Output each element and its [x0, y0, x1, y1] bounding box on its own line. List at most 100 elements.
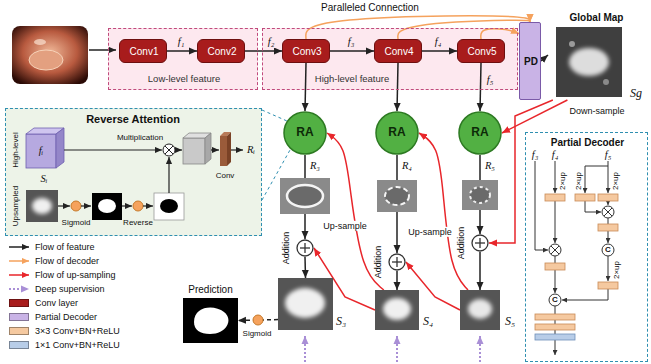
text-holder: S₅: [505, 315, 515, 329]
reverse-attention-schematic: [163, 144, 175, 156]
map-image: S₄: [375, 290, 419, 330]
detail-panel: Partial Decoder: [525, 132, 648, 362]
global-map-image: [569, 48, 609, 76]
label-holder: Multiplication: [117, 133, 163, 142]
legend-text: 3×3 Conv+BN+ReLU: [35, 326, 120, 336]
reverse-attention-schematic: [64, 149, 162, 150]
reverse-map-image: [287, 185, 323, 207]
flow-arrow: [489, 100, 553, 243]
label-holder: f₅: [605, 149, 612, 161]
edge-label: Up-sample: [407, 227, 453, 237]
legend-text: Deep supervision: [35, 284, 105, 294]
region-fill: [262, 28, 518, 90]
flow-arrow: [422, 50, 457, 52]
reverse-attention-schematic: [220, 136, 227, 166]
legend-text-holder: 3×3 Conv+BN+ReLU: [35, 326, 120, 336]
edge-label-holder: f₅: [486, 74, 495, 86]
reverse-attention-schematic: [26, 190, 58, 222]
legend-swatch: [9, 327, 29, 335]
annotation-label: Sᵢ: [41, 173, 48, 185]
reverse-map-image: [385, 187, 409, 205]
text-holder: PD: [524, 56, 538, 68]
legend-text: Flow of decoder: [35, 256, 99, 266]
addition-circle-shape: [304, 243, 305, 253]
partial-decoder-schematic: [535, 334, 575, 340]
reverse-attention-schematic: [26, 134, 56, 168]
reverse-attention-schematic: [160, 199, 178, 213]
annotation-label: Conv: [216, 171, 235, 180]
label-holder: 2×up: [574, 172, 583, 190]
text-holder: Addition: [281, 232, 291, 265]
node-text: Conv4: [385, 46, 414, 58]
partial-decoder-schematic: [555, 340, 556, 355]
edge-label-holder: R₅: [484, 160, 496, 172]
addition-circle-shape: [396, 257, 397, 267]
text-holder: RA: [388, 126, 405, 140]
edge-label-holder: f₁: [177, 36, 186, 48]
node-text: RA: [296, 126, 313, 140]
reverse-attention-schematic: [71, 201, 81, 211]
node-text: Addition: [281, 232, 291, 265]
global-map-image: [569, 41, 575, 47]
text-holder: Addition: [373, 246, 383, 279]
label-holder: High-level: [11, 132, 20, 168]
edge-label-holder: Up-sample: [407, 227, 453, 237]
endoscopy-image: [29, 50, 63, 70]
partial-decoder-schematic: [535, 324, 575, 330]
partial-decoder-schematic: [535, 161, 618, 355]
text-holder: Global Map: [570, 12, 624, 24]
attention-circle-shape: [284, 112, 326, 154]
label-holder: fᵢ: [39, 145, 44, 157]
partial-decoder-schematic: [549, 206, 614, 306]
partial-decoder-schematic: [545, 194, 565, 201]
label-holder: Rᵢ: [247, 144, 255, 156]
node-text: PD: [524, 56, 538, 68]
panel-link: [262, 150, 290, 200]
side-output-image: [383, 298, 411, 320]
partial-decoder-schematic: [602, 206, 614, 218]
legend-text-holder: Flow of feature: [35, 242, 95, 252]
flow-arrow: [305, 63, 306, 111]
node-text: RA: [388, 126, 405, 140]
legend-swatch: [9, 313, 29, 321]
node-text: Global Map: [570, 12, 624, 24]
partial-decoder-schematic: [549, 294, 561, 306]
edge-label-holder: Up-sample: [322, 221, 368, 231]
prediction-image: [183, 298, 238, 343]
panel-fill: [5, 108, 648, 362]
partial-decoder-schematic: [602, 244, 614, 256]
partial-decoder-schematic: [551, 208, 612, 254]
reverse-attention-schematic: [168, 157, 169, 193]
region-fill: [108, 28, 518, 90]
legend-text-holder: 1×1 Conv+BN+ReLU: [35, 340, 120, 350]
annotation-label: f₃: [532, 149, 539, 161]
node-text: Addition: [373, 246, 383, 279]
partial-decoder-schematic: [551, 246, 559, 254]
annotation-label: Reverse: [123, 218, 153, 227]
annotation-label: Rᵢ: [247, 144, 255, 156]
legend-text: Conv layer: [35, 298, 78, 308]
partial-decoder-schematic: [549, 244, 561, 256]
text-holder: Sg: [630, 87, 642, 101]
reverse-attention-schematic: [32, 198, 52, 214]
flow-arrow: [502, 100, 567, 133]
legend-sample: [9, 288, 29, 290]
label-holder: 2×up: [558, 172, 567, 190]
reverse-attention-schematic: [26, 128, 243, 222]
input-arrow: [89, 49, 116, 51]
flow-arrow: [327, 133, 384, 290]
reverse-attention-schematic: [175, 149, 182, 150]
attention-circle: RA: [458, 111, 502, 155]
label-holder: Reverse: [123, 218, 153, 227]
deep-supervision-arrow: [396, 336, 398, 362]
partial-decoder-schematic: [575, 194, 595, 201]
attention-circle: RA: [375, 111, 419, 155]
addition-circle-shape: [388, 253, 406, 271]
attention-circle: RA: [283, 111, 327, 155]
addition-circle-shape: [479, 238, 480, 248]
partial-decoder-schematic: [535, 161, 608, 355]
panel-fill: [5, 108, 262, 236]
endoscopy-image: [34, 39, 46, 45]
partial-decoder-schematic: [598, 224, 618, 231]
